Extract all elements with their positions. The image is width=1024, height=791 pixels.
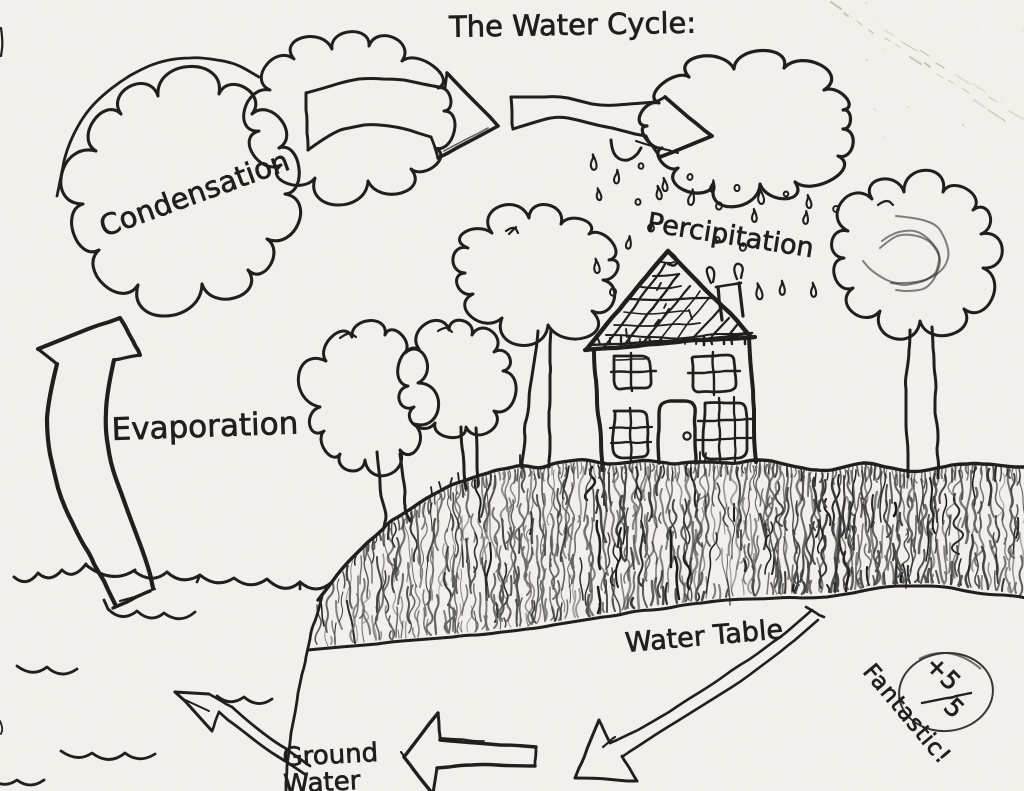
ground-water-label-line1: Ground (282, 738, 379, 773)
soil-texture (314, 461, 1024, 647)
ground-water-arrow (173, 690, 312, 777)
page-title: The Water Cycle: (448, 6, 697, 44)
paper-crease (829, 0, 1024, 149)
water-table-arrow (573, 605, 826, 783)
tree-2 (396, 318, 518, 491)
groundwater-flow-arrow (399, 711, 538, 791)
scan-edge-marks (0, 26, 4, 735)
condensation-arrow (304, 71, 500, 160)
rain-cloud-arrow (509, 95, 714, 159)
tree-3 (451, 203, 620, 470)
ground-water-label-line2: Water (283, 766, 362, 791)
rain-cloud (609, 48, 855, 209)
ground-soil-band (306, 451, 1024, 652)
grade-circle (898, 651, 994, 733)
house (582, 248, 758, 472)
water-waves (0, 562, 334, 787)
tree-4 (830, 168, 1004, 480)
rain-drops (589, 153, 840, 301)
evaporation-label: Evaporation (111, 406, 299, 448)
shoreline (284, 594, 324, 791)
condensation-cloud (55, 56, 303, 318)
evaporation-arrow (36, 316, 157, 610)
